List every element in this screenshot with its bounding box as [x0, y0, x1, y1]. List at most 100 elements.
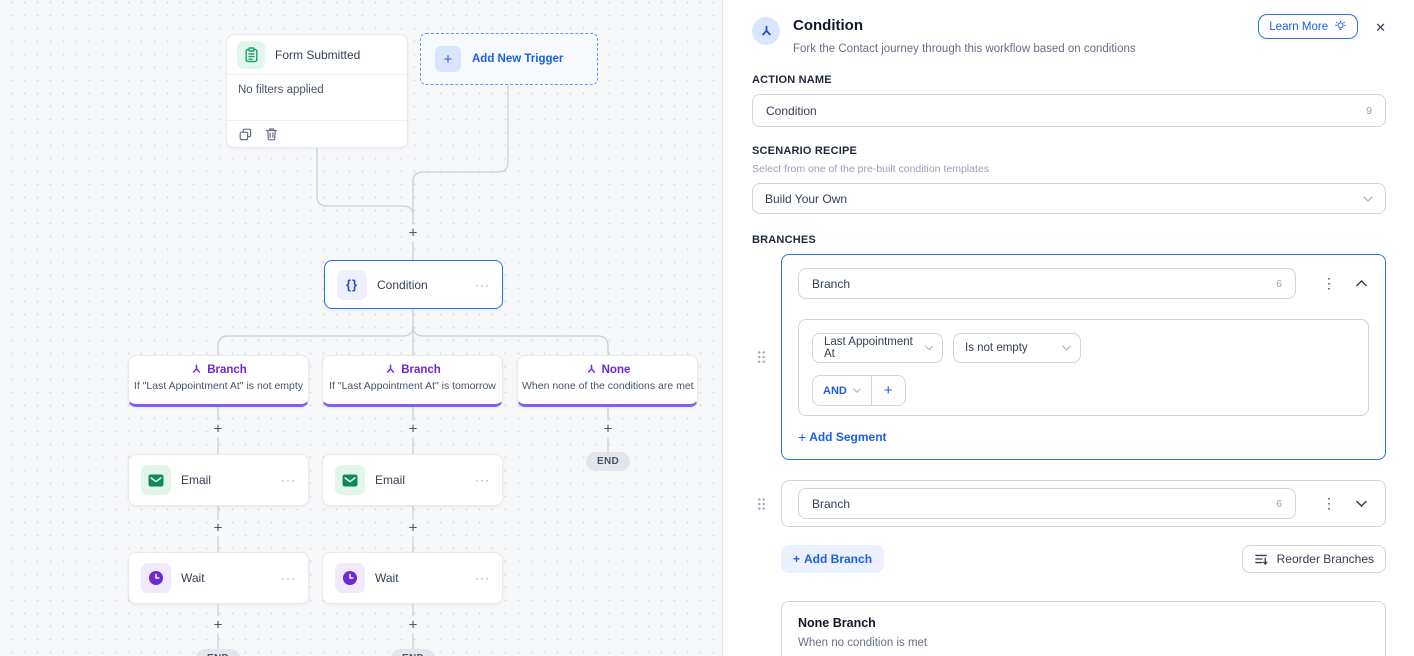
add-step-button[interactable]: +: [405, 616, 421, 634]
end-badge: END: [195, 649, 241, 656]
action-name-input[interactable]: [766, 103, 1359, 118]
none-branch-card: None Branch When no condition is met: [781, 601, 1386, 656]
learn-more-label: Learn More: [1269, 20, 1329, 33]
workflow-canvas[interactable]: Form Submitted No filters applied + Add …: [0, 0, 723, 656]
branch-1-name-input[interactable]: [812, 276, 1269, 291]
add-step-button[interactable]: +: [210, 420, 226, 438]
wait-node-2[interactable]: Wait ···: [322, 552, 503, 604]
branch-2-name-input[interactable]: [812, 496, 1269, 511]
branch-1-name-field[interactable]: 6: [798, 268, 1296, 299]
add-step-button[interactable]: +: [210, 519, 226, 537]
collapse-branch-button[interactable]: [1356, 280, 1367, 287]
condition-node-label: Condition: [377, 277, 428, 292]
field-select[interactable]: Last Appointment At: [812, 333, 943, 363]
end-badge: END: [585, 452, 631, 471]
learn-more-button[interactable]: Learn More: [1258, 14, 1359, 39]
chevron-up-icon: [1356, 280, 1367, 287]
add-new-trigger-button[interactable]: + Add New Trigger: [420, 33, 598, 85]
char-count: 6: [1276, 497, 1282, 510]
drag-handle-icon[interactable]: [757, 496, 766, 511]
copy-icon[interactable]: [239, 128, 252, 141]
drag-handle-icon[interactable]: [757, 350, 766, 364]
chevron-down-icon: [1356, 500, 1367, 507]
add-branch-button[interactable]: + Add Branch: [781, 545, 885, 573]
field-select-value: Last Appointment At: [824, 336, 913, 360]
branch-node-label: Branch: [401, 363, 441, 376]
add-new-trigger-label: Add New Trigger: [472, 53, 564, 65]
add-segment-button[interactable]: + Add Segment: [798, 429, 887, 445]
condition-node[interactable]: {} Condition ···: [324, 260, 503, 309]
add-step-button[interactable]: +: [405, 420, 421, 438]
scenario-recipe-select[interactable]: Build Your Own: [752, 183, 1386, 214]
kebab-menu-icon[interactable]: ⋮: [1322, 275, 1336, 291]
reorder-branches-label: Reorder Branches: [1276, 552, 1374, 566]
scenario-recipe-label: SCENARIO RECIPE: [752, 145, 858, 157]
wait-clock-icon: [335, 563, 365, 593]
char-count: 9: [1366, 104, 1372, 117]
trigger-node-form-submitted[interactable]: Form Submitted No filters applied: [226, 34, 408, 148]
branch-2-card: 6 ⋮: [781, 480, 1386, 527]
add-step-button[interactable]: +: [600, 420, 616, 438]
branch-1-card: 6 ⋮ Last Appointment At Is not empty: [781, 254, 1386, 460]
add-segment-label: Add Segment: [809, 430, 887, 444]
chevron-down-icon: [1062, 345, 1071, 351]
braces-icon: {}: [337, 269, 367, 300]
branch-node-none[interactable]: None When none of the conditions are met: [517, 355, 698, 407]
email-node-label: Email: [181, 473, 212, 487]
panel-subtitle: Fork the Contact journey through this wo…: [793, 43, 1136, 55]
expand-branch-button[interactable]: [1356, 500, 1367, 507]
operator-select[interactable]: Is not empty: [953, 333, 1081, 363]
close-icon[interactable]: ✕: [1375, 20, 1386, 35]
email-icon: [335, 465, 365, 495]
none-branch-title: None Branch: [798, 616, 876, 630]
operator-select-value: Is not empty: [965, 342, 1028, 354]
branch-node-description: If "Last Appointment At" is not empty: [133, 380, 304, 392]
add-step-button[interactable]: +: [210, 616, 226, 634]
email-node-label: Email: [375, 473, 406, 487]
branch-node-1[interactable]: Branch If "Last Appointment At" is not e…: [128, 355, 309, 407]
email-node-2[interactable]: Email ···: [322, 454, 503, 506]
node-menu-icon[interactable]: ···: [475, 473, 490, 487]
condition-segment: Last Appointment At Is not empty AND +: [798, 319, 1369, 416]
branch-2-name-field[interactable]: 6: [798, 488, 1296, 519]
form-icon: [237, 40, 265, 69]
scenario-recipe-value: Build Your Own: [765, 191, 848, 206]
plus-icon: +: [798, 429, 807, 445]
branch-node-label: Branch: [207, 363, 247, 376]
trash-icon[interactable]: [265, 127, 278, 141]
conjunction-control: AND +: [812, 375, 906, 406]
add-step-button[interactable]: +: [405, 519, 421, 537]
wait-node-1[interactable]: Wait ···: [128, 552, 309, 604]
none-branch-subtitle: When no condition is met: [798, 637, 928, 649]
node-menu-icon[interactable]: ···: [475, 277, 490, 292]
email-node-1[interactable]: Email ···: [128, 454, 309, 506]
trigger-filters-text: No filters applied: [227, 75, 407, 121]
trigger-title: Form Submitted: [275, 47, 361, 62]
condition-fork-icon: [752, 17, 780, 45]
panel-title: Condition: [793, 17, 863, 34]
branch-1-row: 6 ⋮ Last Appointment At Is not empty: [752, 254, 1386, 460]
fork-icon: [386, 364, 395, 373]
add-condition-button[interactable]: +: [870, 376, 905, 405]
branch-2-row: 6 ⋮: [752, 480, 1386, 527]
node-menu-icon[interactable]: ···: [281, 571, 296, 585]
plus-icon: +: [435, 46, 461, 72]
action-name-field[interactable]: 9: [752, 94, 1386, 127]
chevron-down-icon: [1363, 195, 1373, 202]
none-branch-row: None Branch When no condition is met: [752, 601, 1386, 656]
node-menu-icon[interactable]: ···: [281, 473, 296, 487]
wait-clock-icon: [141, 563, 171, 593]
fork-icon: [192, 364, 201, 373]
fork-icon: [587, 364, 595, 373]
plus-icon: +: [793, 552, 801, 566]
reorder-icon: [1254, 554, 1268, 566]
reorder-branches-button[interactable]: Reorder Branches: [1241, 545, 1386, 573]
scenario-recipe-hint: Select from one of the pre-built conditi…: [752, 163, 989, 175]
kebab-menu-icon[interactable]: ⋮: [1322, 495, 1336, 511]
and-select[interactable]: AND: [813, 376, 871, 405]
branch-node-2[interactable]: Branch If "Last Appointment At" is tomor…: [322, 355, 503, 407]
wait-node-label: Wait: [375, 571, 399, 585]
lightbulb-icon: [1335, 20, 1346, 30]
node-menu-icon[interactable]: ···: [475, 571, 490, 585]
add-step-button[interactable]: +: [405, 224, 421, 242]
